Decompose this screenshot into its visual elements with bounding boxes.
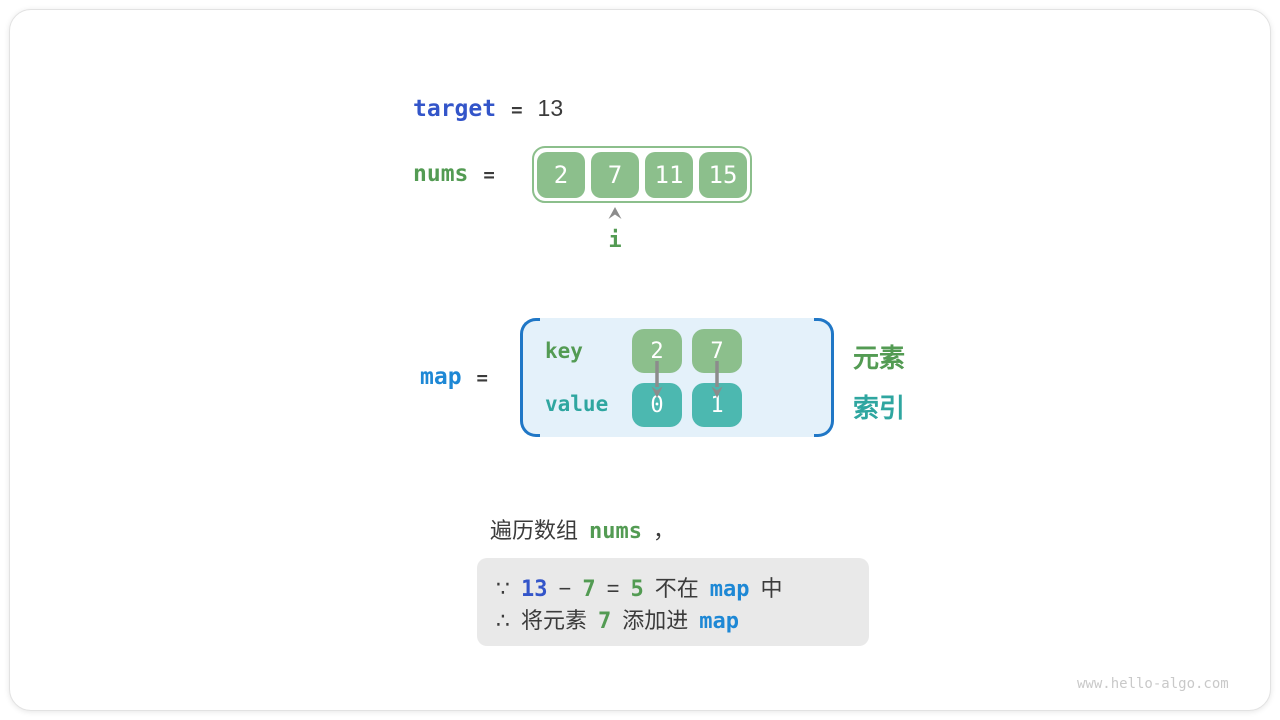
equals-sign: = [606,576,620,601]
note-token: map [699,609,740,634]
value-label: value [545,392,609,416]
target-value: 13 [537,95,564,121]
target-variable: target [413,96,497,122]
note-line-1: ∵ 13 − 7 = 5 不在 map 中 [496,571,850,603]
nums-array: 2 7 11 15 [532,146,752,203]
element-label: 元素 [853,343,906,373]
watermark: www.hello-algo.com [1077,676,1229,692]
index-label: 索引 [853,393,906,423]
caption-prefix: 遍历数组 [490,518,579,543]
note-token: 5 [630,577,644,602]
note-text: 添加进 [622,608,689,633]
key-to-value-arrow-icon [651,361,663,398]
map-value-cell: 0 [632,383,682,427]
caption-nums-token: nums [589,519,642,544]
target-assignment: target = 13 [413,95,563,122]
note-token: map [709,577,750,602]
map-assignment: map = [420,364,488,390]
map-key-cell: 7 [692,329,742,373]
equals-sign: = [476,367,488,389]
because-symbol: ∵ [496,576,510,601]
array-cell: 2 [537,151,585,198]
equals-sign: = [483,164,495,186]
map-value-cell: 1 [692,383,742,427]
therefore-symbol: ∴ [496,608,510,633]
caption: 遍历数组 nums ， [490,513,675,545]
equals-sign: = [511,99,523,121]
note-text: 将元素 [521,608,588,633]
note-box: ∵ 13 − 7 = 5 不在 map 中 ∴ 将元素 7 添加进 map [477,558,869,646]
note-text: 不在 [654,576,699,601]
note-text: 中 [760,576,783,601]
array-cell: 7 [591,151,639,198]
map-variable: map [420,364,462,390]
note-token: 7 [582,577,596,602]
nums-assignment: nums = [413,161,495,187]
map-right-bracket [814,318,834,437]
note-token: 13 [521,577,548,602]
map-left-bracket [520,318,540,437]
map-container: key value 2 7 0 1 [520,318,834,437]
note-token: 7 [598,609,612,634]
note-line-2: ∴ 将元素 7 添加进 map [496,603,850,635]
key-to-value-arrow-icon [711,361,723,398]
array-cell: 15 [699,151,747,198]
up-arrowhead-icon [608,207,622,219]
key-label: key [545,339,583,363]
array-cell: 11 [645,151,693,198]
nums-variable: nums [413,161,469,187]
caption-suffix: ， [653,518,676,543]
index-pointer-label: i [608,228,622,253]
minus-sign: − [558,576,572,601]
